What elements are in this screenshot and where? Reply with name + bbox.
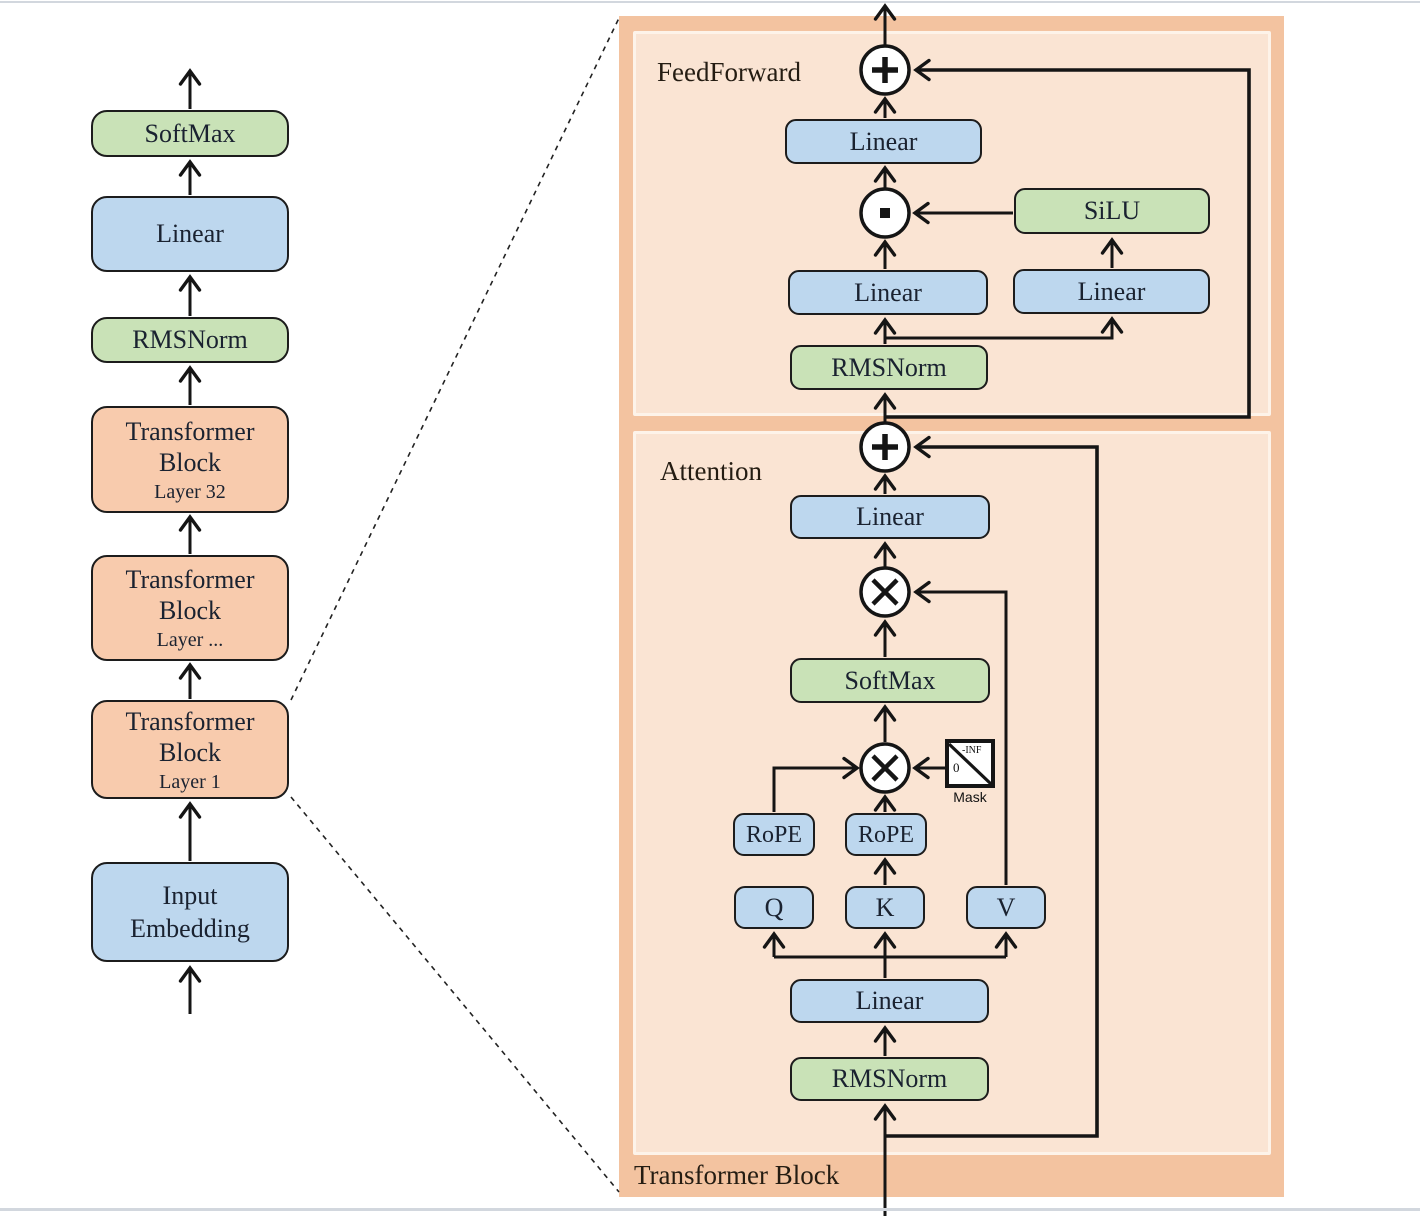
v-block: V: [966, 886, 1046, 929]
attn-rmsnorm-label: RMSNorm: [831, 1064, 948, 1093]
softmax-block: SoftMax: [91, 110, 289, 157]
attn-softmax-block: SoftMax: [790, 658, 990, 703]
zoom-dashed-line-bottom: [290, 796, 620, 1193]
elementwise-product-icon: [859, 187, 911, 239]
layer-32-sublabel: Layer 32: [154, 480, 226, 503]
rope-q-label: RoPE: [745, 821, 802, 848]
layer-dots-sublabel: Layer ...: [156, 629, 224, 651]
q-block: Q: [734, 886, 814, 929]
ff-linear-gate-label: Linear: [854, 277, 922, 307]
linear-label: Linear: [156, 219, 224, 248]
input-embedding-block: Input Embedding: [91, 862, 289, 962]
q-label: Q: [764, 892, 784, 922]
transformer-block-layer-1: Transformer Block Layer 1: [91, 700, 289, 799]
matmul-icon-scores: [859, 742, 911, 794]
transformer-block-layer-32: Transformer Block Layer 32: [91, 406, 289, 513]
attn-linear-qkv-block: Linear: [790, 979, 989, 1023]
attn-linear-out-block: Linear: [790, 495, 990, 539]
attn-residual-line: [885, 435, 1099, 1138]
ff-flow-arrows: [873, 3, 1124, 422]
rmsnorm-block: RMSNorm: [91, 317, 289, 363]
mask-icon: [945, 739, 995, 788]
rmsnorm-label: RMSNorm: [132, 325, 248, 354]
ff-residual-line: [885, 58, 1251, 419]
k-label: K: [875, 892, 895, 922]
feedforward-section-label: FeedForward: [657, 57, 801, 87]
k-block: K: [845, 886, 925, 929]
attn-flow-arrows: [762, 473, 1018, 1216]
softmax-label: SoftMax: [144, 118, 236, 148]
mask-zero-label: 0: [953, 760, 960, 775]
v-label: V: [996, 892, 1016, 922]
rope-k-label: RoPE: [857, 821, 914, 848]
mask-label: Mask: [953, 789, 987, 805]
mask-neg-inf-label: -INF: [962, 745, 982, 756]
input-embedding-label: Input Embedding: [130, 881, 250, 943]
matmul-icon-output: [859, 566, 911, 618]
layer-1-sublabel: Layer 1: [159, 770, 221, 793]
transformer-block-container-label: Transformer Block: [634, 1160, 840, 1190]
rope-q-block: RoPE: [733, 813, 815, 856]
ff-rmsnorm-label: RMSNorm: [831, 352, 947, 382]
zoom-dashed-line-top: [290, 17, 620, 701]
rope-k-block: RoPE: [845, 813, 927, 856]
transformer-block-layer-dots: Transformer Block Layer ...: [91, 555, 289, 661]
top-edge-line: [0, 1, 1420, 3]
silu-block: SiLU: [1014, 188, 1210, 234]
attn-softmax-label: SoftMax: [844, 665, 936, 695]
transformer-block-label: Transformer Block: [125, 706, 255, 767]
bottom-edge-line: [0, 1208, 1420, 1211]
ff-linear-gate-block: Linear: [788, 270, 988, 315]
transformer-block-label: Transformer Block: [125, 416, 255, 477]
ff-linear-out-label: Linear: [849, 126, 918, 156]
attn-rmsnorm-block: RMSNorm: [790, 1057, 989, 1101]
add-icon-feedforward: [859, 44, 911, 96]
attention-panel: [633, 431, 1271, 1155]
ff-linear-out-block: Linear: [785, 119, 982, 164]
ff-linear-up-block: Linear: [1013, 269, 1210, 314]
linear-block: Linear: [91, 196, 289, 272]
attn-linear-out-label: Linear: [856, 502, 924, 531]
silu-label: SiLU: [1083, 196, 1141, 225]
ff-linear-up-label: Linear: [1077, 276, 1146, 306]
transformer-block-label: Transformer Block: [125, 565, 255, 625]
attention-section-label: Attention: [660, 456, 762, 486]
attn-linear-qkv-label: Linear: [855, 986, 924, 1015]
add-icon-attention: [859, 421, 911, 473]
ff-rmsnorm-block: RMSNorm: [790, 345, 988, 390]
